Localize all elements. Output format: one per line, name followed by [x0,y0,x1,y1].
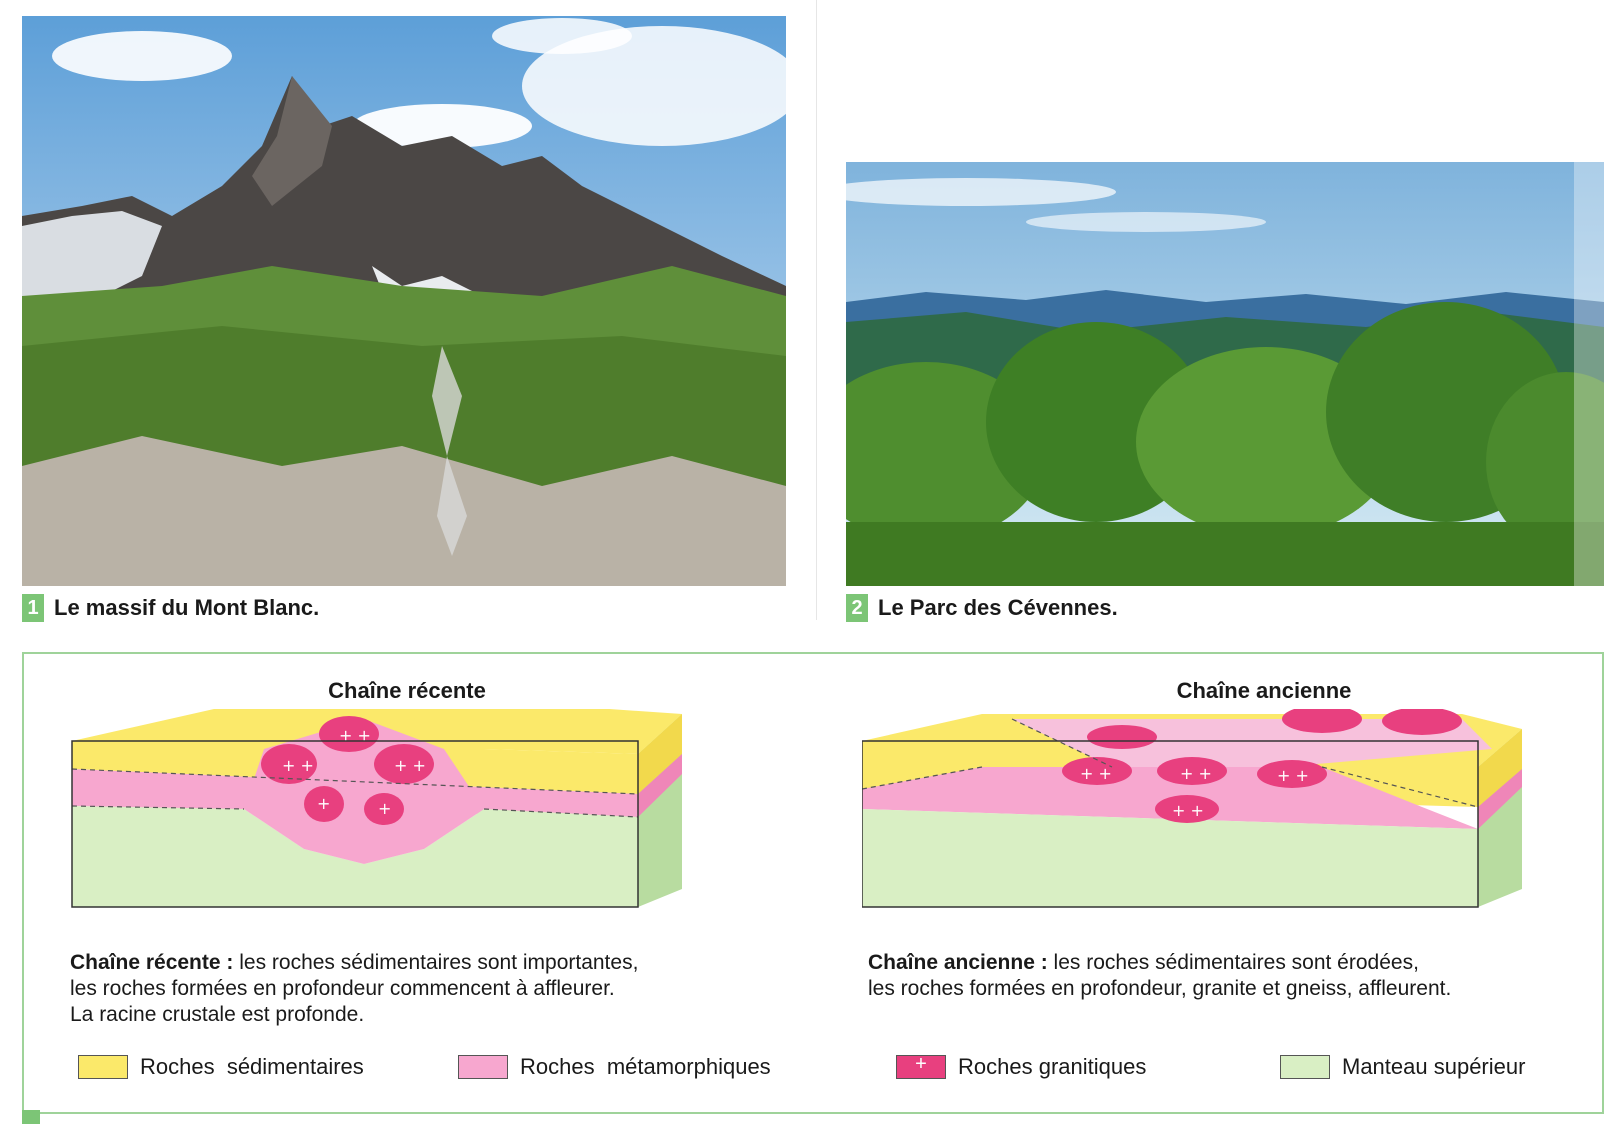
column-divider [816,0,817,620]
svg-text:+: + [378,799,391,818]
cevennes-photo [846,162,1604,586]
legend-swatch: + [896,1053,946,1079]
figure-number-badge: 2 [846,594,868,622]
ancient-chain-description: Chaîne ancienne : les roches sédimentair… [868,950,1588,1002]
legend-label: Roches granitiques [958,1054,1147,1079]
diagram-panel: Chaîne récente Chaîne ancienne + + + + +… [22,652,1604,1114]
figure-number-badge: 1 [22,594,44,622]
diagram-title-recent: Chaîne récente [328,678,486,703]
desc-bold: Chaîne ancienne : [868,951,1048,974]
legend-label: Roches sédimentaires [140,1054,364,1079]
recent-chain-diagram: + + + + + + + + [64,699,744,959]
desc-line-2: les roches formées en profondeur commenc… [70,977,615,1000]
legend-label: Manteau supérieur [1342,1054,1526,1079]
legend-mantle: Manteau supérieur [1280,1054,1525,1080]
svg-text:+: + [317,794,330,813]
svg-text:+ +: + + [1277,766,1309,785]
legend-granitic: + Roches granitiques [896,1053,1147,1080]
diagram-title-ancient: Chaîne ancienne [1176,678,1352,703]
legend-label: Roches métamorphiques [520,1054,771,1079]
desc-bold: Chaîne récente : [70,951,234,974]
legend-metamorphic: Roches métamorphiques [458,1054,771,1080]
desc-line-2: les roches formées en profondeur, granit… [868,977,1452,1000]
photo-caption-2: 2 Le Parc des Cévennes. [846,594,1118,622]
desc-line-3: La racine crustale est profonde. [70,1003,365,1026]
legend-swatch [78,1055,128,1079]
svg-text:+ +: + + [1172,801,1204,820]
photo-caption-1: 1 Le massif du Mont Blanc. [22,594,319,622]
figure-number-badge-3 [22,1110,40,1124]
legend-swatch [458,1055,508,1079]
caption-text: Le massif du Mont Blanc. [54,595,320,620]
mont-blanc-photo [22,16,786,586]
svg-text:+ +: + + [394,756,426,775]
plus-symbol: + [915,1053,927,1075]
svg-text:+ +: + + [339,726,371,745]
desc-text: les roches sédimentaires sont érodées, [1047,951,1419,974]
recent-chain-description: Chaîne récente : les roches sédimentaire… [70,950,770,1028]
svg-text:+ +: + + [1180,764,1212,783]
legend-swatch [1280,1055,1330,1079]
desc-text: les roches sédimentaires sont importante… [233,951,639,974]
svg-text:+ +: + + [282,756,314,775]
legend-sedimentary: Roches sédimentaires [78,1054,364,1080]
ancient-chain-diagram: + + + + + + + + [861,705,1582,959]
caption-text: Le Parc des Cévennes. [878,595,1118,620]
svg-text:+ +: + + [1080,764,1112,783]
